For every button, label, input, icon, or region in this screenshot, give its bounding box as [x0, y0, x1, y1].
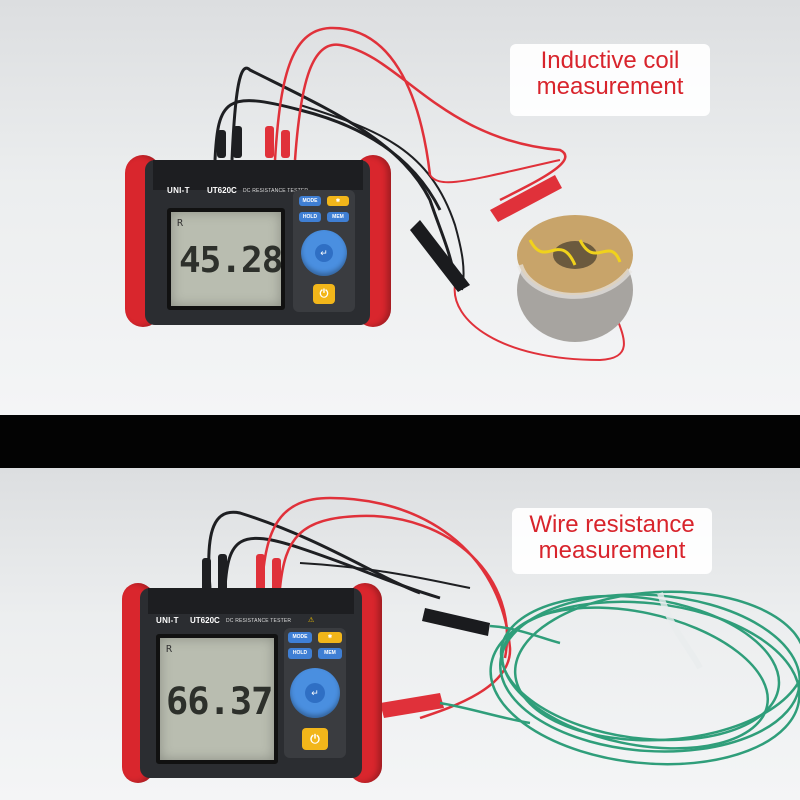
- navigation-pad[interactable]: ↵: [290, 668, 340, 718]
- brand-logo: UNI-T: [156, 616, 179, 625]
- caption-wire-resistance: Wire resistance measurement: [512, 508, 712, 574]
- resistance-tester-bottom: UNI-T UT620C DC RESISTANCE TESTER ⚠ R 66…: [122, 554, 382, 788]
- red-plug: [272, 558, 281, 596]
- mem-button[interactable]: MEM: [318, 648, 342, 659]
- mem-button[interactable]: MEM: [327, 212, 349, 222]
- photo-wire-resistance: UNI-T UT620C DC RESISTANCE TESTER ⚠ R 66…: [0, 468, 800, 800]
- lcd-resistance-symbol: R: [166, 644, 173, 655]
- caption-line-1: Inductive coil: [540, 47, 680, 74]
- black-divider-bar: [0, 415, 800, 468]
- model-label: UT620C: [190, 616, 220, 625]
- caption-line-1: Wire resistance: [529, 511, 695, 538]
- caption-line-2: measurement: [536, 73, 684, 100]
- lcd-reading: 66.37: [166, 680, 273, 723]
- red-plug: [256, 554, 265, 596]
- model-label: UT620C: [207, 186, 237, 195]
- keypad: MODE ✱ HOLD MEM ↵ ⏻: [284, 628, 346, 758]
- device-subtitle: DC RESISTANCE TESTER: [243, 188, 309, 194]
- device-topbar: [148, 588, 354, 614]
- power-button[interactable]: ⏻: [302, 728, 328, 750]
- device-subtitle: DC RESISTANCE TESTER: [226, 618, 292, 624]
- lcd-screen: R 45.28: [167, 208, 285, 310]
- mode-button[interactable]: MODE: [288, 632, 312, 643]
- lcd-resistance-symbol: R: [177, 218, 184, 229]
- lcd-screen: R 66.37: [156, 634, 278, 764]
- caption-line-2: measurement: [538, 537, 686, 564]
- black-plug: [233, 126, 242, 158]
- red-plug: [281, 130, 290, 158]
- hold-button[interactable]: HOLD: [288, 648, 312, 659]
- power-button[interactable]: ⏻: [313, 284, 335, 304]
- red-clip: [490, 175, 562, 222]
- backlight-button[interactable]: ✱: [327, 196, 349, 206]
- enter-icon[interactable]: ↵: [305, 683, 325, 703]
- enter-icon[interactable]: ↵: [315, 244, 333, 262]
- warning-icon: ⚠: [308, 617, 315, 624]
- green-wire-coil: [439, 590, 800, 766]
- caption-inductive-coil: Inductive coil measurement: [510, 44, 710, 116]
- navigation-pad[interactable]: ↵: [301, 230, 347, 276]
- photo-inductive-coil: UNI-T UT620C DC RESISTANCE TESTER ⚠ R 45…: [0, 0, 800, 415]
- black-plug: [202, 558, 211, 596]
- black-clip: [410, 220, 470, 292]
- lcd-reading: 45.28: [179, 240, 283, 281]
- mode-button[interactable]: MODE: [299, 196, 321, 206]
- backlight-button[interactable]: ✱: [318, 632, 342, 643]
- keypad: MODE ✱ HOLD MEM ↵ ⏻: [293, 190, 355, 312]
- black-plug: [217, 130, 226, 158]
- red-plug: [265, 126, 274, 158]
- device-topbar: [153, 160, 363, 190]
- test-leads-top: [213, 26, 633, 362]
- black-plug: [218, 554, 227, 596]
- red-clip: [380, 693, 444, 718]
- test-leads-bottom: [207, 496, 800, 766]
- hold-button[interactable]: HOLD: [299, 212, 321, 222]
- resistance-tester-top: UNI-T UT620C DC RESISTANCE TESTER ⚠ R 45…: [125, 126, 391, 330]
- black-clip: [422, 608, 490, 636]
- brand-logo: UNI-T: [167, 186, 190, 195]
